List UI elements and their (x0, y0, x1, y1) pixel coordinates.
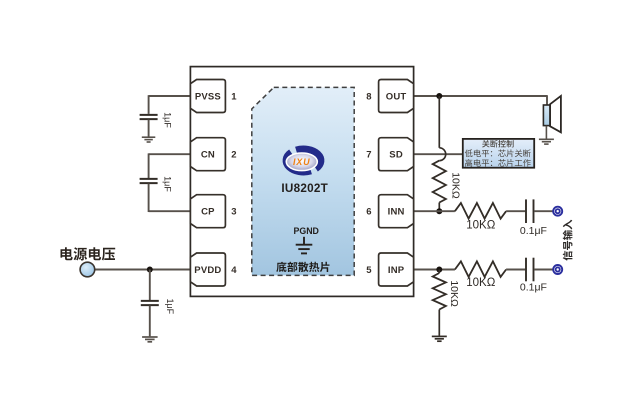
svg-text:5: 5 (366, 265, 372, 276)
svg-text:7: 7 (366, 150, 371, 161)
svg-text:INN: INN (388, 207, 405, 218)
svg-text:1μF: 1μF (162, 176, 172, 192)
svg-text:1μF: 1μF (162, 112, 172, 128)
svg-text:10KΩ: 10KΩ (450, 172, 462, 199)
svg-text:10KΩ: 10KΩ (466, 277, 495, 289)
svg-text:6: 6 (366, 207, 371, 218)
svg-text:8: 8 (366, 92, 371, 103)
svg-text:1μF: 1μF (165, 298, 175, 314)
svg-text:OUT: OUT (386, 92, 407, 103)
svg-text:0.1μF: 0.1μF (520, 282, 547, 294)
svg-text:10KΩ: 10KΩ (466, 219, 495, 231)
svg-text:INP: INP (388, 265, 405, 276)
svg-text:SD: SD (389, 150, 403, 161)
svg-text:4: 4 (231, 265, 237, 276)
svg-text:IU8202T: IU8202T (281, 182, 328, 195)
svg-text:PGND: PGND (293, 226, 318, 236)
svg-text:0.1μF: 0.1μF (520, 225, 547, 237)
svg-text:PVDD: PVDD (194, 265, 221, 276)
svg-text:1: 1 (231, 92, 237, 103)
svg-text:IXU: IXU (293, 157, 311, 167)
svg-text:CP: CP (201, 207, 215, 218)
svg-text:CN: CN (201, 150, 215, 161)
svg-text:2: 2 (231, 150, 236, 161)
svg-text:PVSS: PVSS (195, 92, 221, 103)
svg-text:10KΩ: 10KΩ (448, 280, 460, 307)
svg-text:3: 3 (231, 207, 236, 218)
